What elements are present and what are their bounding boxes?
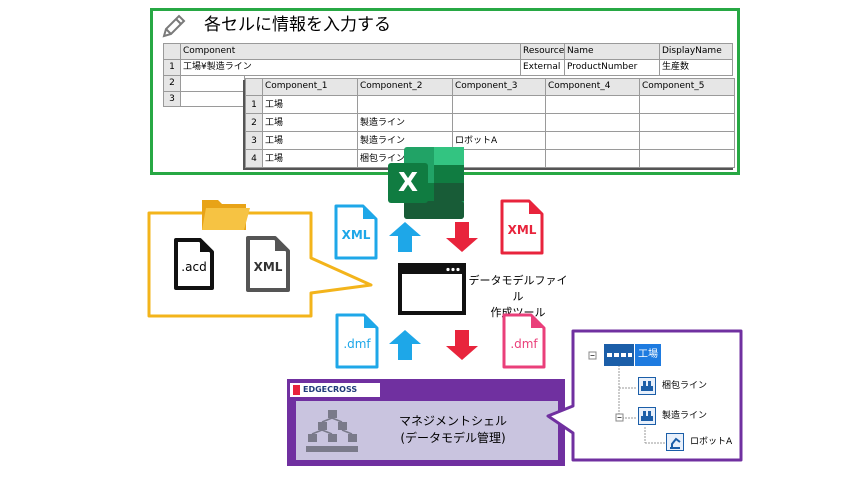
tree-label: 工場 — [635, 344, 661, 366]
spreadsheet-main: Component Resource Name DisplayName 1 工場… — [163, 43, 733, 107]
data-cell[interactable]: 工場 — [263, 96, 358, 114]
data-cell[interactable] — [546, 96, 640, 114]
factory-icon — [604, 344, 634, 366]
data-cell[interactable] — [546, 114, 640, 132]
data-cell[interactable] — [453, 150, 546, 168]
header-cell[interactable]: Component_2 — [358, 79, 453, 96]
excel-letter: X — [397, 168, 419, 198]
tool-window-icon[interactable] — [398, 263, 466, 315]
arrow-down-icon — [446, 222, 478, 252]
header-cell[interactable]: DisplayName — [660, 44, 733, 60]
header-cell[interactable]: Name — [565, 44, 660, 60]
data-cell[interactable] — [453, 96, 546, 114]
xml-file-icon: XML — [245, 235, 291, 293]
data-cell[interactable]: 製造ライン — [358, 114, 453, 132]
data-cell[interactable] — [181, 76, 245, 92]
row-number: 1 — [246, 96, 263, 114]
tree-callout — [545, 328, 745, 466]
xml-input-file-icon: XML — [333, 203, 379, 261]
tree-node-manufacturing-line[interactable]: 製造ライン — [638, 407, 718, 427]
edgecross-brand: EDGECROSS — [290, 383, 380, 397]
hierarchy-icon — [306, 408, 358, 454]
data-cell[interactable]: ProductNumber — [565, 60, 660, 76]
tree-node-robot[interactable]: ロボットA — [666, 433, 736, 453]
data-cell[interactable] — [181, 92, 245, 107]
data-cell[interactable]: ロボットA — [453, 132, 546, 150]
arrow-up-icon — [389, 330, 421, 360]
data-cell[interactable]: 工場¥製造ライン — [181, 60, 521, 76]
tree-node-packing-line[interactable]: 梱包ライン — [638, 377, 718, 397]
data-cell[interactable] — [640, 114, 735, 132]
header-cell[interactable]: Component_3 — [453, 79, 546, 96]
xml-output-file-icon: XML — [499, 198, 545, 256]
data-cell[interactable] — [453, 114, 546, 132]
tree-label: 梱包ライン — [662, 381, 708, 391]
excel-icon: X — [388, 147, 464, 219]
data-cell[interactable] — [640, 132, 735, 150]
dmf-input-file-icon: .dmf — [334, 312, 380, 370]
header-cell[interactable]: Component — [181, 44, 521, 60]
data-cell[interactable] — [640, 150, 735, 168]
data-cell[interactable] — [546, 132, 640, 150]
row-number: 3 — [164, 92, 181, 107]
folder-icon — [200, 194, 252, 234]
production-line-icon — [638, 407, 656, 425]
row-number: 2 — [246, 114, 263, 132]
data-cell[interactable] — [546, 150, 640, 168]
header-cell[interactable]: Resource — [521, 44, 565, 60]
data-cell[interactable]: 工場 — [263, 150, 358, 168]
edgecross-logo-icon — [293, 385, 300, 395]
tree-label: ロボットA — [690, 437, 733, 447]
pencil-icon — [160, 12, 188, 40]
panel-title: 各セルに情報を入力する — [204, 15, 391, 35]
header-cell[interactable]: Component_5 — [640, 79, 735, 96]
row-number: 2 — [164, 76, 181, 92]
dmf-output-file-icon: .dmf — [501, 312, 547, 370]
robot-arm-icon — [666, 433, 684, 451]
corner-cell — [246, 79, 263, 96]
header-cell[interactable]: Component_1 — [263, 79, 358, 96]
corner-cell — [164, 44, 181, 60]
data-cell[interactable] — [640, 96, 735, 114]
acd-file-icon: .acd — [173, 237, 215, 291]
data-cell[interactable]: 生産数 — [660, 60, 733, 76]
row-number: 3 — [246, 132, 263, 150]
management-shell-label: マネジメントシェル (データモデル管理) — [398, 414, 507, 445]
production-line-icon — [638, 377, 656, 395]
header-cell[interactable]: Component_4 — [546, 79, 640, 96]
tree-label: 製造ライン — [662, 411, 708, 421]
data-cell[interactable]: 工場 — [263, 132, 358, 150]
data-cell[interactable]: 工場 — [263, 114, 358, 132]
data-cell[interactable] — [358, 96, 453, 114]
arrow-down-icon — [446, 330, 478, 360]
row-number: 1 — [164, 60, 181, 76]
arrow-up-icon — [389, 222, 421, 252]
tree-node-root[interactable]: 工場 — [604, 344, 664, 366]
tree-lines — [585, 340, 705, 450]
spreadsheet-components: Component_1 Component_2 Component_3 Comp… — [245, 78, 735, 168]
data-cell[interactable]: External — [521, 60, 565, 76]
row-number: 4 — [246, 150, 263, 168]
